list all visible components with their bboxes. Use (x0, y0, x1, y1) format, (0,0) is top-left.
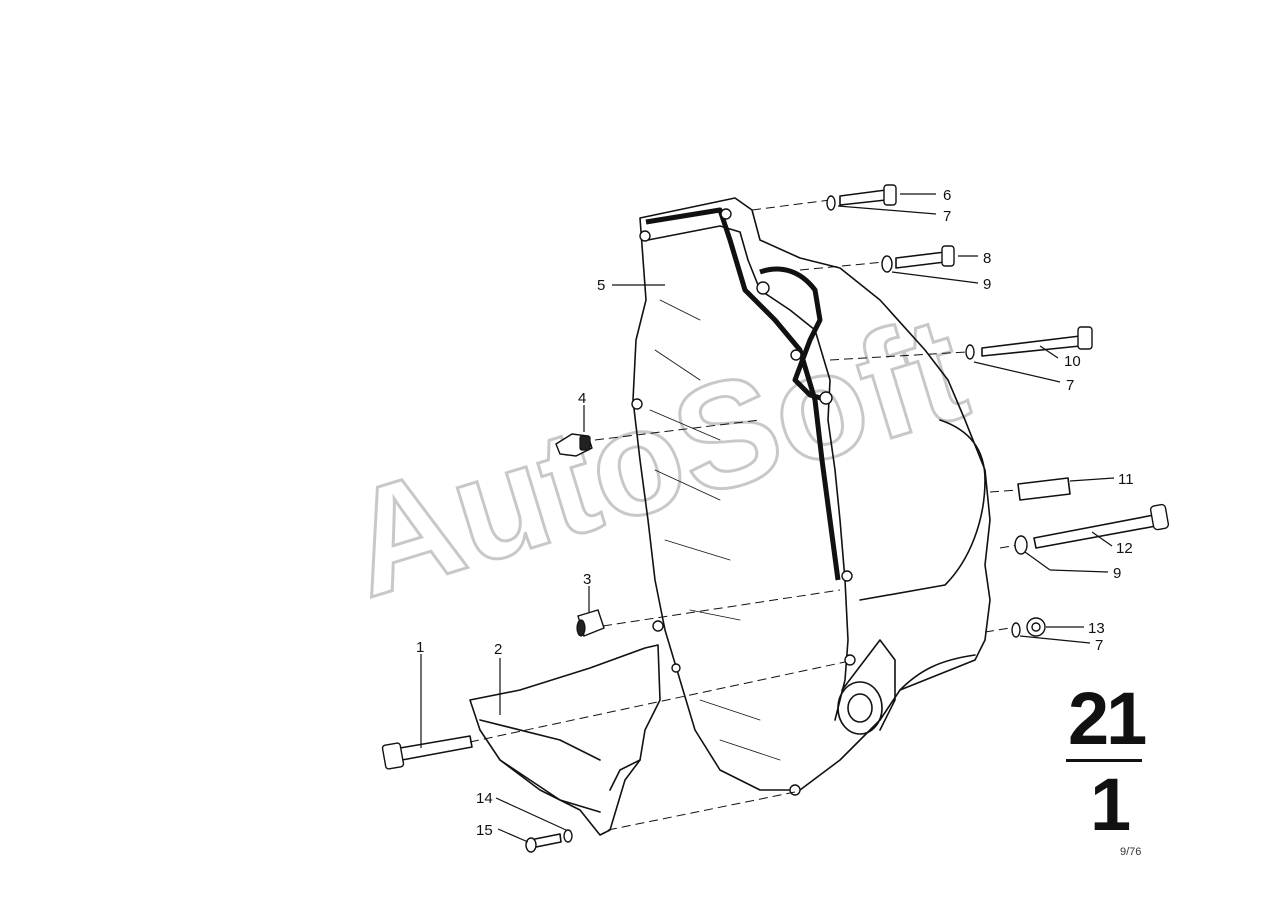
clutch-housing (631, 197, 991, 796)
callout-2: 2 (494, 641, 502, 658)
callout-7-mid: 7 (1066, 377, 1074, 394)
callout-9-top: 9 (983, 276, 991, 293)
callout-11: 11 (1118, 471, 1134, 488)
part-7-washer-top (826, 195, 836, 211)
callout-9-low: 9 (1113, 565, 1121, 582)
group-number-sub: 1 (1090, 763, 1132, 846)
callout-1: 1 (416, 639, 424, 656)
callout-14: 14 (476, 790, 493, 807)
group-number-main: 21 (1068, 677, 1147, 760)
part-2-cover (469, 644, 661, 836)
part-10-bolt (981, 326, 1093, 357)
part-9-washer-low (1014, 535, 1028, 555)
part-13-nut (1026, 617, 1046, 637)
callout-12: 12 (1116, 540, 1133, 557)
callout-15: 15 (476, 822, 493, 839)
watermark-text: AutoSoft (328, 283, 983, 629)
assembly-lines (469, 199, 1019, 831)
part-1-bolt (381, 735, 473, 770)
part-8-bolt (895, 245, 955, 269)
part-7-washer-low (1011, 622, 1021, 638)
callout-4: 4 (578, 390, 586, 407)
part-14-washer (563, 829, 573, 843)
part-4-plug (555, 433, 593, 457)
callout-6: 6 (943, 187, 951, 204)
callout-8: 8 (983, 250, 991, 267)
callout-5: 5 (597, 277, 605, 294)
leader-lines (420, 193, 1115, 843)
part-7-washer-mid (965, 344, 975, 360)
callout-13: 13 (1088, 620, 1105, 637)
part-15-screw (525, 833, 562, 853)
callout-10: 10 (1064, 353, 1081, 370)
callout-3: 3 (583, 571, 591, 588)
part-3-bush (576, 609, 605, 637)
part-6-bolt (839, 184, 897, 206)
callout-7-low: 7 (1095, 637, 1103, 654)
reference-code: 9/76 (1120, 846, 1142, 858)
callout-numbers: 6 7 8 9 5 10 7 4 11 12 9 3 13 7 1 2 14 1… (416, 187, 1134, 839)
group-number-divider (1066, 759, 1142, 762)
part-11-dowel (1017, 477, 1071, 501)
part-12-bolt (1033, 503, 1170, 549)
part-9-washer-top (881, 255, 893, 273)
callout-7-top: 7 (943, 208, 951, 225)
